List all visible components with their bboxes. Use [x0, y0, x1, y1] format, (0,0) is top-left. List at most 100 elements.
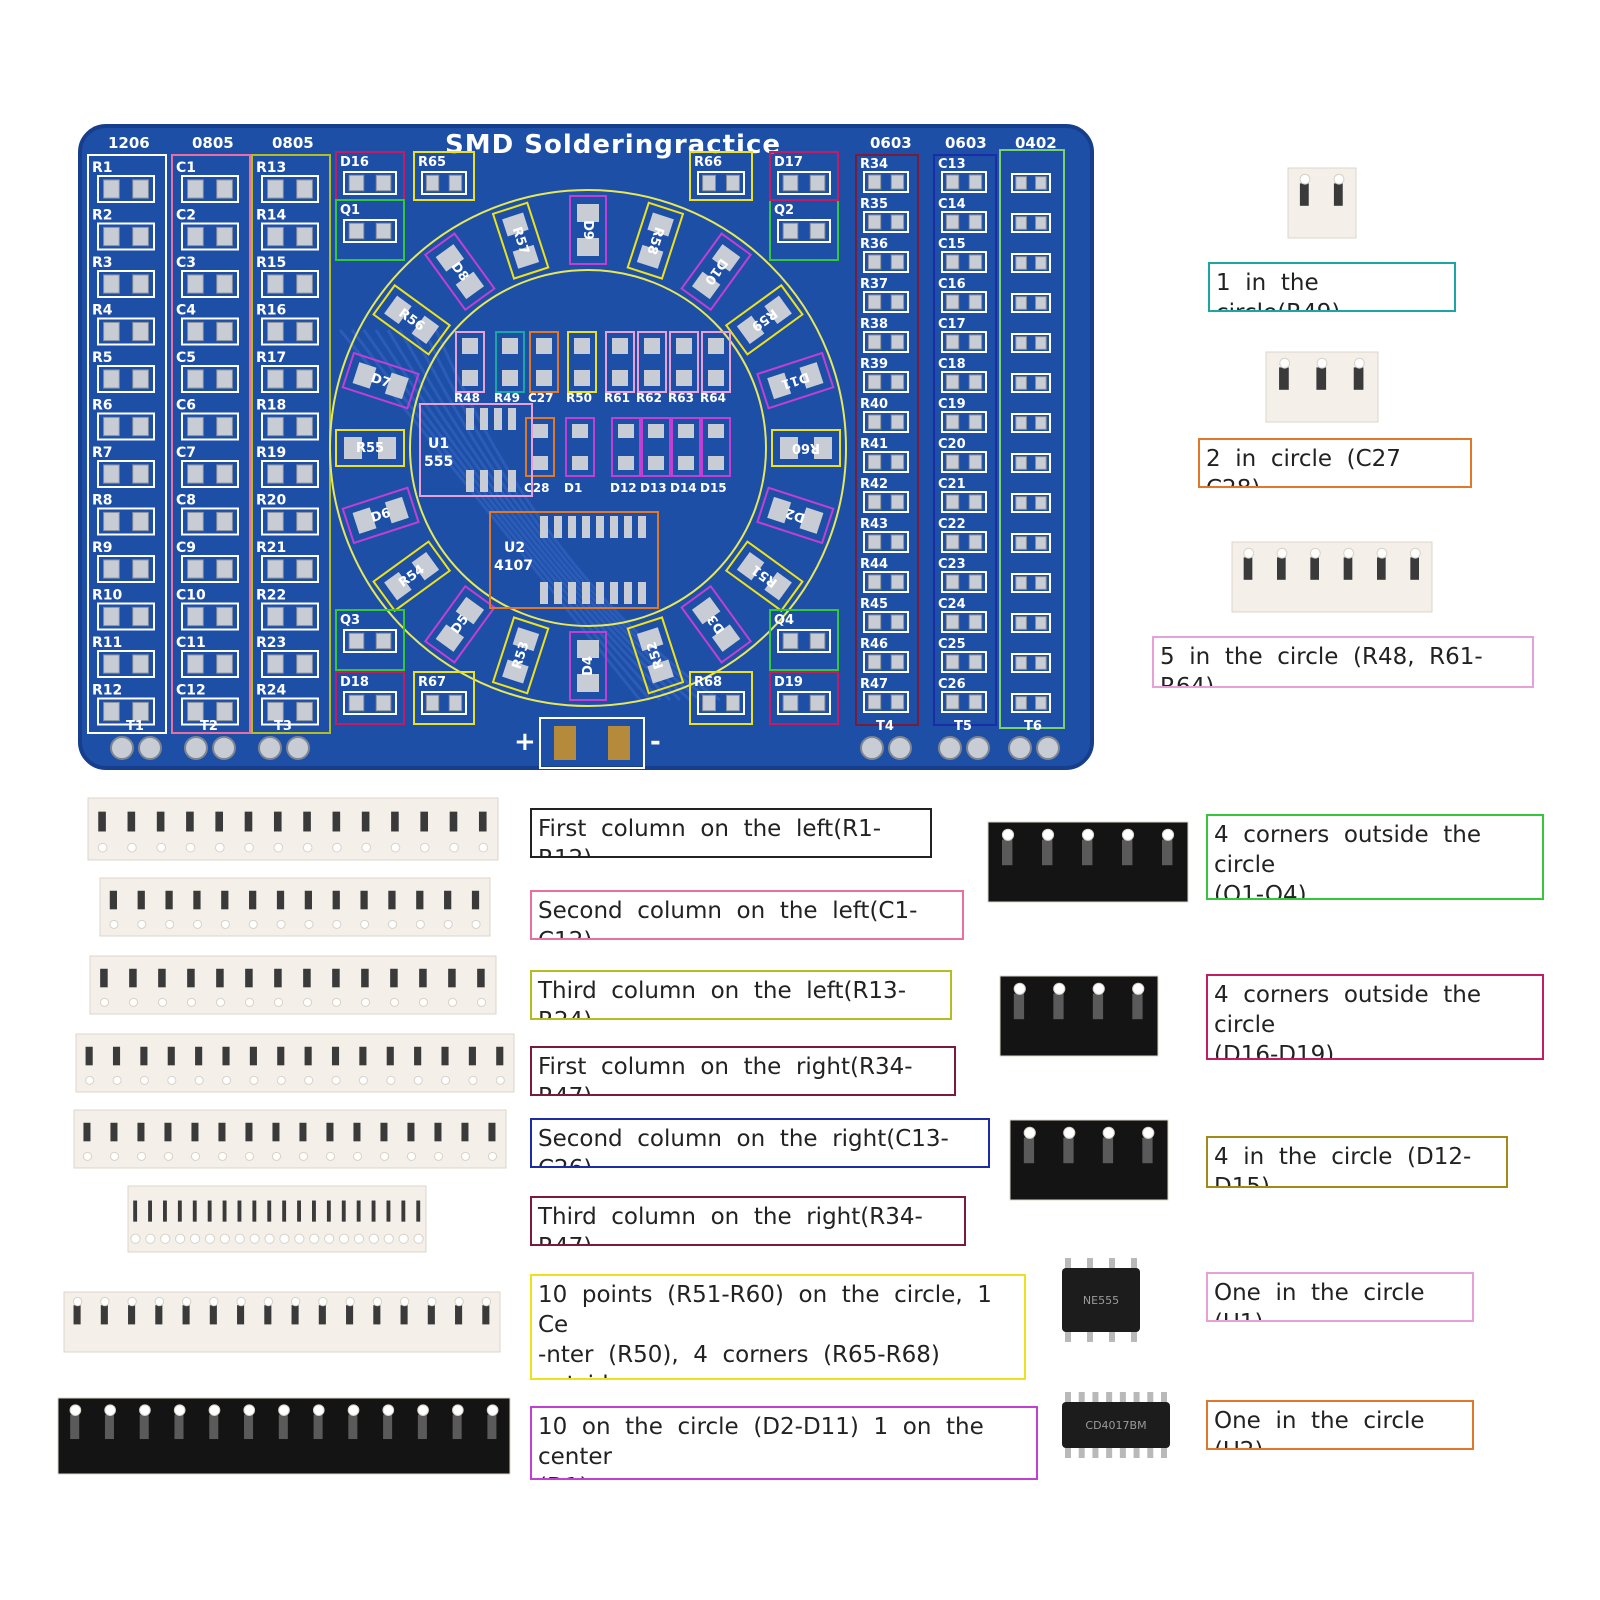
- footprint-outline: [343, 691, 397, 715]
- silk-label: D17: [774, 155, 803, 170]
- sprocket-hole: [471, 919, 481, 929]
- column-group-box: [933, 154, 997, 726]
- callout-label: 2 in circle (C27 C28): [1198, 438, 1472, 488]
- smd-part: [148, 1200, 152, 1222]
- solder-pad: [502, 659, 529, 684]
- sprocket-hole: [1333, 173, 1345, 185]
- sprocket-hole: [1142, 1126, 1155, 1139]
- sprocket-hole: [127, 842, 137, 853]
- ic-pad: [610, 582, 618, 604]
- footprint-outline: [181, 555, 239, 583]
- silk-label: D19: [774, 675, 803, 690]
- solder-pad: [216, 559, 233, 579]
- sprocket-hole: [294, 1233, 305, 1244]
- solder-pad: [726, 694, 740, 712]
- sprocket-hole: [345, 1296, 355, 1307]
- ring-footprint: D4: [569, 631, 607, 701]
- sprocket-hole: [160, 1233, 171, 1244]
- silk-label: R36: [860, 237, 888, 252]
- copper-trace: [374, 329, 672, 702]
- sprocket-hole: [263, 1296, 274, 1307]
- silk-label: R15: [256, 255, 286, 271]
- silk-label: -: [650, 727, 661, 757]
- ic-pin: [1065, 1258, 1071, 1270]
- solder-pad: [726, 174, 740, 192]
- footprint-outline: [421, 171, 467, 195]
- smd-part: [192, 1200, 197, 1222]
- footprint-outline: [343, 629, 397, 653]
- ic-pad: [638, 516, 646, 538]
- sprocket-hole: [1316, 357, 1328, 369]
- solder-pad: [187, 321, 204, 342]
- footprint-outline: [181, 650, 239, 678]
- solder-pad: [267, 654, 284, 674]
- solder-pad: [384, 295, 412, 325]
- sprocket-hole: [163, 1151, 174, 1161]
- solder-pad: [296, 511, 313, 532]
- ring-footprint: D7: [341, 351, 420, 410]
- sprocket-hole: [175, 1233, 186, 1244]
- smd-part: [244, 1414, 254, 1440]
- sprocket-hole: [1063, 1126, 1076, 1139]
- solder-pad: [375, 174, 392, 192]
- smd-part: [129, 968, 137, 988]
- ic-pin: [1087, 1330, 1093, 1342]
- solder-pad: [809, 174, 826, 192]
- sprocket-hole: [418, 997, 429, 1007]
- sprocket-hole: [85, 1075, 95, 1085]
- solder-pad: [708, 456, 724, 470]
- footprint-outline: [941, 251, 987, 273]
- smd-part: [195, 1046, 203, 1066]
- smd-part: [215, 811, 224, 832]
- solder-pad: [867, 214, 882, 230]
- solder-pad: [890, 254, 905, 270]
- solder-pad: [890, 374, 905, 390]
- solder-pad: [1035, 256, 1047, 270]
- component-tape: [99, 877, 491, 937]
- silk-label: D15: [700, 481, 727, 495]
- solder-pad: [890, 534, 905, 550]
- sprocket-hole: [443, 919, 453, 929]
- solder-pad: [267, 416, 284, 437]
- solder-pad: [103, 369, 120, 389]
- smd-part: [1279, 367, 1289, 390]
- solder-pad: [780, 437, 798, 459]
- sprocket-hole: [145, 1233, 156, 1244]
- component-tape: [1009, 1119, 1169, 1201]
- sprocket-hole: [137, 919, 147, 929]
- solder-pad: [691, 271, 721, 300]
- footprint-outline: [941, 371, 987, 393]
- ic-pin: [1065, 1392, 1071, 1404]
- sprocket-hole: [338, 1233, 350, 1244]
- sprocket-hole: [234, 1233, 245, 1244]
- ring-footprint: R54: [372, 540, 452, 613]
- solder-pad: [512, 244, 540, 269]
- smd-part: [216, 968, 224, 988]
- sprocket-hole: [318, 1296, 328, 1307]
- footprint-outline: [863, 251, 909, 273]
- ic-pin: [1065, 1446, 1071, 1458]
- footprint-outline: [97, 507, 155, 536]
- silk-label: C11: [176, 635, 206, 651]
- smd-part: [1002, 839, 1013, 866]
- sprocket-hole: [447, 997, 458, 1007]
- silk-label: R4: [92, 303, 113, 319]
- silk-label: R8: [92, 493, 113, 509]
- smd-part: [137, 1122, 145, 1142]
- solder-pad: [187, 559, 204, 579]
- footprint-outline: [941, 171, 987, 193]
- callout-label: First column on the right(R34-R47): [530, 1046, 956, 1096]
- solder-pad: [711, 624, 741, 652]
- copper-trace: [386, 329, 682, 702]
- solder-pad: [378, 437, 396, 459]
- ic-pad: [494, 470, 502, 492]
- solder-pad: [618, 456, 634, 470]
- ic-pad: [480, 470, 488, 492]
- sprocket-hole: [1309, 547, 1321, 559]
- corner-footprint: [689, 671, 753, 725]
- footprint-outline: [941, 611, 987, 633]
- sprocket-hole: [399, 1296, 410, 1307]
- sprocket-hole: [1299, 173, 1311, 185]
- ring-footprint-box: [491, 616, 550, 695]
- silk-label: R23: [256, 635, 286, 651]
